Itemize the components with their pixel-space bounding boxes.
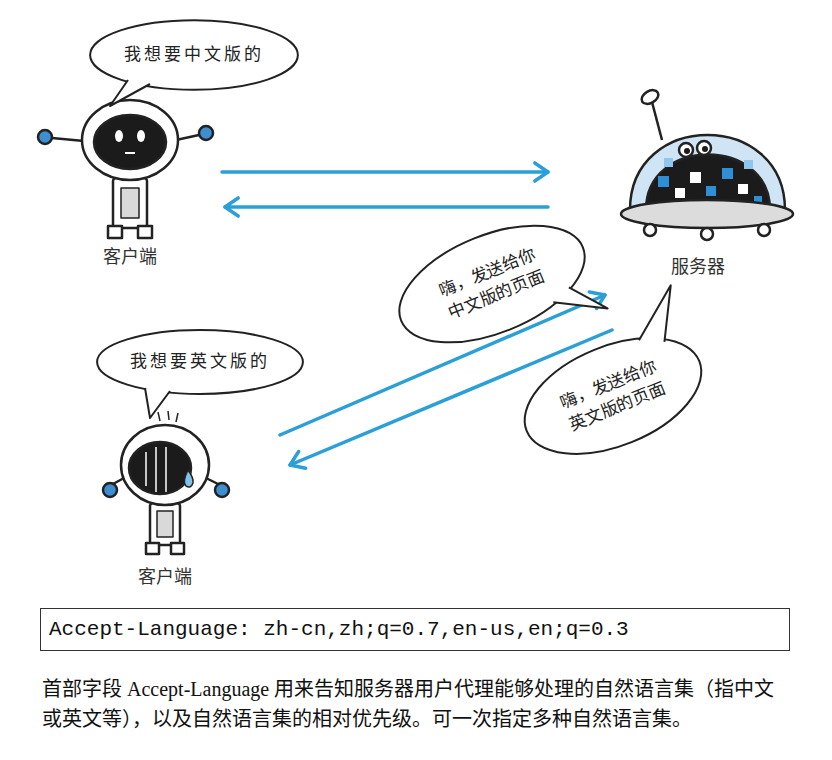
server-robot <box>658 176 669 187</box>
speech-bubble: 嗨，发送给你英文版的页面 <box>505 311 721 480</box>
client-robot <box>199 126 213 140</box>
client-robot <box>138 226 152 238</box>
client-robot <box>115 130 123 142</box>
bubble-outline <box>97 330 303 394</box>
arrow-head <box>225 198 238 216</box>
server-robot <box>706 186 716 196</box>
client-robot <box>103 411 229 554</box>
client-robot <box>168 411 169 420</box>
client-robot <box>38 130 52 144</box>
server-robot <box>722 168 733 179</box>
arrow-head <box>535 163 548 181</box>
bubble-outline <box>90 20 298 90</box>
client-robot <box>158 412 160 421</box>
client-robot <box>171 543 184 554</box>
bubble-tail <box>624 285 689 350</box>
bubble-text: 我想要英文版的 <box>130 350 270 374</box>
server-robot <box>644 224 656 236</box>
server-robot <box>630 135 785 210</box>
request-arrow <box>225 198 548 216</box>
server-robot <box>744 160 753 169</box>
arrow-line <box>222 170 548 174</box>
bubble-tail <box>110 80 150 106</box>
speech-bubble: 我想要中文版的 <box>88 18 300 92</box>
client-robot <box>165 447 167 492</box>
arrow-head <box>290 452 306 469</box>
server-robot <box>690 172 701 183</box>
bubble-tail <box>145 388 170 418</box>
client-robot <box>121 425 209 505</box>
bubble-tail <box>110 80 150 106</box>
server-robot <box>639 87 661 106</box>
bubble-outline <box>383 202 601 366</box>
server-robot <box>621 87 793 240</box>
bubble-tail <box>550 277 607 327</box>
robot-node: 服务器 <box>625 85 770 280</box>
server-robot <box>652 102 662 140</box>
server-robot <box>664 158 673 167</box>
client-robot <box>157 511 173 537</box>
bubble-text: 我想要中文版的 <box>124 43 264 67</box>
role-label: 客户端 <box>138 566 192 588</box>
client-robot <box>103 483 117 497</box>
bubble-tail <box>550 277 607 327</box>
caption: 首部字段 Accept-Language 用来告知服务器用户代理能够处理的自然语… <box>42 674 794 734</box>
server-robot <box>738 184 748 194</box>
robot-node: 客户端 <box>95 400 235 590</box>
server-robot <box>702 146 708 152</box>
speech-bubble: 我想要英文版的 <box>95 328 305 396</box>
client-robot <box>129 442 191 494</box>
client-robot <box>155 447 157 492</box>
client-robot <box>206 478 218 484</box>
code-box: Accept-Language: zh-cn,zh;q=0.7,en-us,en… <box>40 608 790 651</box>
bubble-tail <box>145 388 170 418</box>
server-robot <box>675 188 685 198</box>
client-robot <box>176 135 199 140</box>
server-robot <box>701 228 713 240</box>
server-robot <box>697 141 711 155</box>
robot-node: 客户端 <box>40 80 220 270</box>
client-robot <box>82 100 178 180</box>
server-robot <box>684 148 690 154</box>
role-label: 服务器 <box>671 256 725 278</box>
client-robot <box>176 413 178 422</box>
client-robot <box>150 503 180 545</box>
client-robot <box>108 226 122 238</box>
server-robot <box>679 143 693 157</box>
client-robot <box>113 178 147 228</box>
client-robot <box>52 138 84 141</box>
arrow-line <box>225 205 548 209</box>
client-robot <box>94 115 166 169</box>
client-robot <box>215 483 229 497</box>
role-label: 客户端 <box>103 246 157 268</box>
bubble-tail <box>624 285 689 350</box>
client-robot <box>137 130 145 142</box>
client-robot <box>146 543 159 554</box>
header-code: Accept-Language: zh-cn,zh;q=0.7,en-us,en… <box>49 618 629 641</box>
client-robot <box>121 188 139 218</box>
client-robot <box>125 152 135 154</box>
client-robot <box>184 470 193 487</box>
bubble-outline <box>508 315 718 477</box>
request-arrow <box>222 163 548 181</box>
client-robot <box>145 452 147 486</box>
client-robot <box>38 100 213 238</box>
server-robot <box>758 224 770 236</box>
